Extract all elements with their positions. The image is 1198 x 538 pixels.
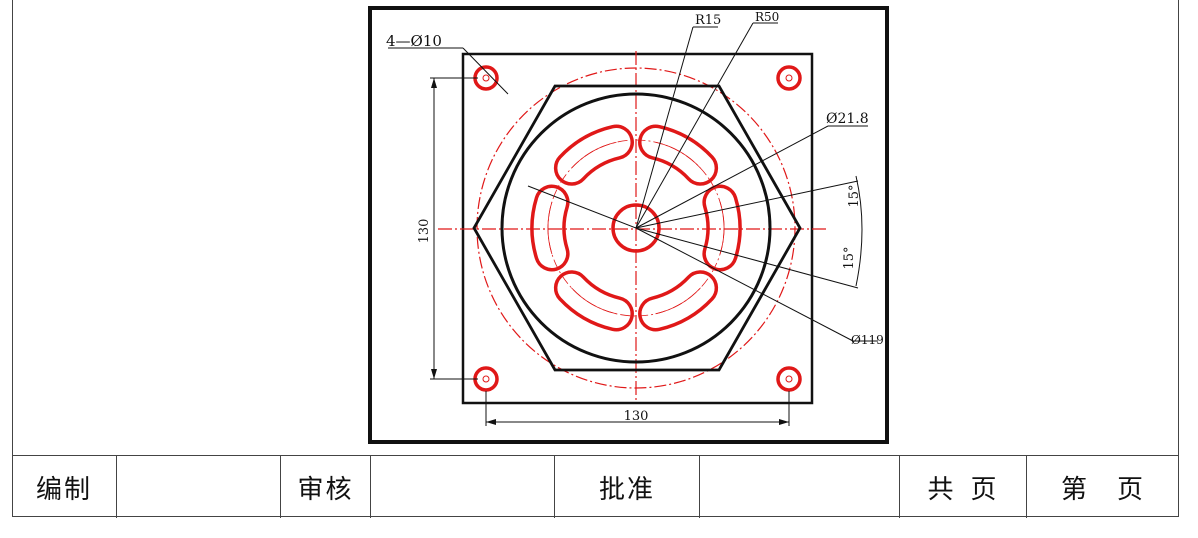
- arc-slot: [638, 124, 719, 186]
- compile-value-cell[interactable]: [117, 456, 281, 518]
- arc-slot-centerline: [571, 287, 617, 315]
- construction-circle: [476, 67, 796, 389]
- r50-label: R50: [755, 10, 779, 24]
- approve-label-cell: 批准: [555, 456, 700, 518]
- sheet-frame: [12, 0, 1179, 517]
- holes-callout: 4—Ø10: [386, 32, 442, 50]
- leader-lines: [388, 22, 878, 426]
- compile-label: 编制: [35, 474, 92, 505]
- dia-21-8-label: Ø21.8: [826, 111, 869, 127]
- review-label: 审核: [297, 474, 354, 505]
- arc-slot: [553, 124, 634, 186]
- arc-slot: [553, 270, 634, 332]
- drawing-border: [368, 6, 889, 444]
- compile-label-cell: 编制: [12, 456, 117, 518]
- arc-slot: [638, 270, 719, 332]
- technical-drawing: 4—Ø10 R15 R50 Ø21.8 15° 15° Ø119 130 130: [368, 6, 890, 444]
- height-dimension: 130: [417, 219, 432, 244]
- arc-slot-centerline: [547, 201, 553, 255]
- page-number-cell: 第 页: [1027, 456, 1179, 518]
- title-block: 编制 审核 批准 共 页 第 页: [12, 455, 1179, 518]
- center-hole: [611, 203, 661, 253]
- inner-circle: [500, 92, 772, 364]
- arc-slot: [702, 184, 742, 272]
- width-dimension: 130: [624, 409, 649, 424]
- total-pages-cell: 共 页: [900, 456, 1027, 518]
- review-value-cell[interactable]: [371, 456, 555, 518]
- arc-slot-centerline: [655, 287, 701, 315]
- angle-top-label: 15°: [847, 184, 862, 207]
- arc-slot: [530, 184, 570, 272]
- arc-slots: [530, 124, 742, 332]
- arc-slot-centerline: [719, 201, 725, 255]
- angle-bottom-label: 15°: [842, 246, 857, 269]
- arc-slot-centerline: [571, 141, 617, 169]
- total-label-a: 共: [927, 474, 956, 505]
- total-label-b: 页: [970, 474, 999, 505]
- dia-119-label: Ø119: [851, 333, 884, 347]
- review-label-cell: 审核: [281, 456, 371, 518]
- approve-value-cell[interactable]: [700, 456, 900, 518]
- page-label-a: 第: [1060, 474, 1089, 505]
- hexagon-outline: [472, 84, 802, 372]
- r15-label: R15: [695, 13, 721, 28]
- page-label-b: 页: [1116, 474, 1145, 505]
- approve-label: 批准: [598, 474, 655, 505]
